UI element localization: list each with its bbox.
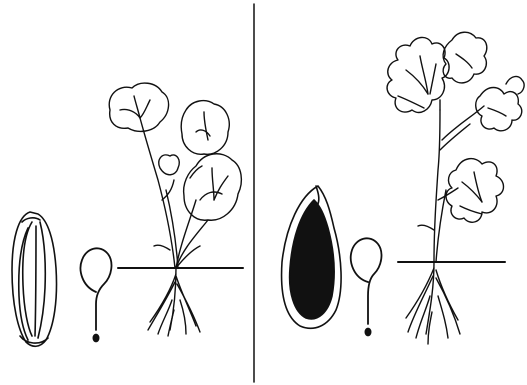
left-panel: [12, 83, 243, 346]
lobed-leaf-seedling-icon: [387, 32, 524, 344]
right-panel: [282, 32, 525, 344]
question-mark-icon: [81, 248, 112, 341]
round-leaf-seedling-icon: [109, 83, 241, 336]
striped-seed-icon: [12, 212, 57, 346]
question-mark-icon: [351, 238, 382, 335]
dark-seed-icon: [282, 186, 342, 328]
